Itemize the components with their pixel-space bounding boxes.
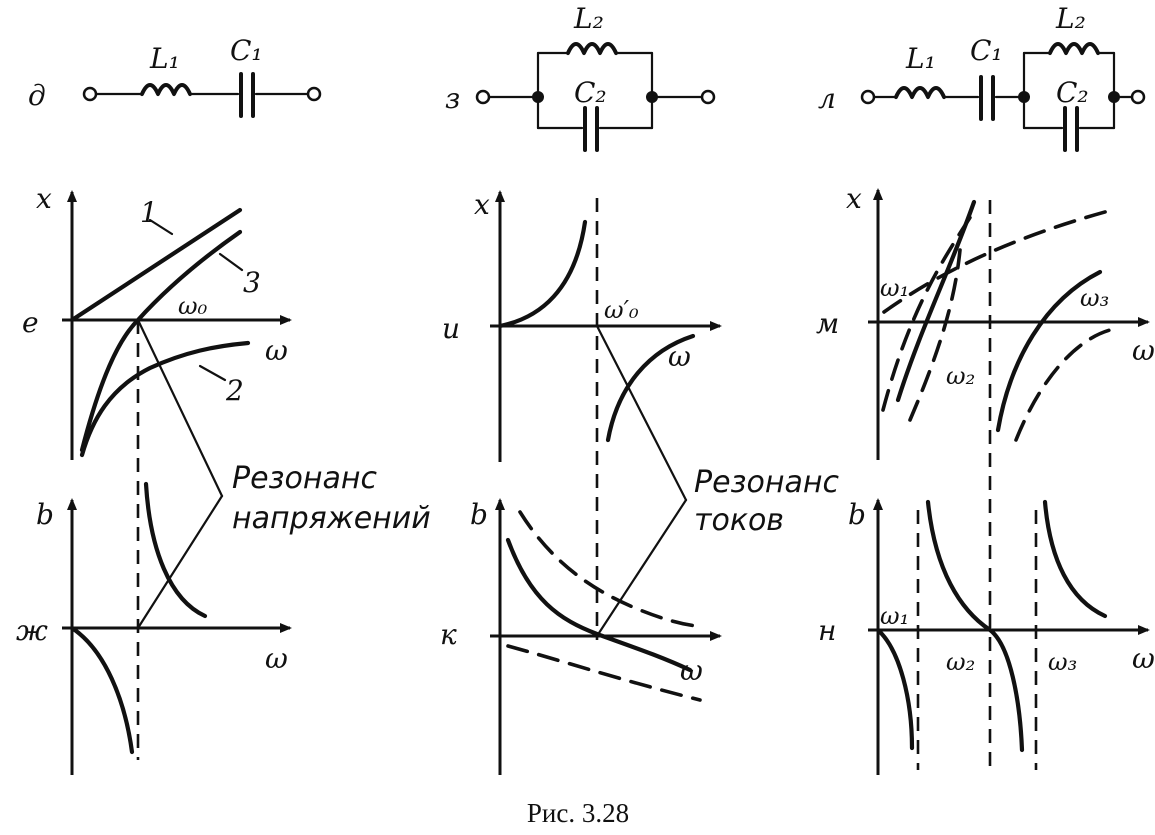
terminal-right	[1130, 89, 1146, 105]
panel-label-i: и	[442, 312, 460, 345]
label-l2: L₂	[573, 2, 604, 35]
axis-label-omega: ω	[1132, 642, 1155, 675]
plot-susceptance-combined: н b ω ω₁ ω₂ ω₃	[818, 498, 1155, 775]
axis-label-x: x	[36, 182, 52, 215]
inductor-l2	[566, 42, 618, 55]
terminal-right	[700, 89, 716, 105]
curve-negative-branch	[605, 333, 696, 443]
curve-label-3: 3	[243, 266, 261, 299]
curve-positive-branch	[497, 219, 588, 329]
label-c1: C₁	[230, 34, 263, 67]
curve-dashed-upper	[518, 510, 698, 628]
figure-caption: Рис. 3.28	[527, 798, 629, 828]
plot-susceptance-parallel: к b ω	[440, 498, 722, 775]
panel-label-z: з	[445, 82, 460, 115]
curve-dashed-2	[882, 208, 1114, 314]
freq-omega3: ω₃	[1048, 648, 1077, 676]
curve-dashed-3	[1014, 328, 1112, 442]
curve-dashed-1	[881, 206, 978, 412]
curve-branch-1	[875, 627, 915, 751]
curve-label-2: 2	[225, 374, 244, 407]
axis-label-b: b	[848, 498, 866, 531]
inductor-l1	[894, 86, 946, 99]
terminal-left	[82, 86, 98, 102]
axis-label-b: b	[470, 498, 488, 531]
curve-x-branch-2	[995, 269, 1103, 433]
label-l1: L₁	[905, 42, 936, 75]
curve-dashed-lower	[506, 644, 702, 702]
axis-label-x: x	[846, 182, 862, 215]
plot-reactance-combined: м x ω ω₁ ω₂ ω₃	[816, 182, 1155, 770]
panel-label-d: д	[28, 79, 46, 112]
axis-label-omega: ω	[668, 340, 691, 373]
curve-b	[505, 537, 693, 673]
note-voltage-resonance-line2: напряжений	[232, 501, 431, 536]
panel-label-n: н	[818, 614, 836, 647]
terminal-left	[860, 89, 876, 105]
panel-label-l: л	[818, 82, 836, 115]
circuit-series-parallel-lc: л L₁ C₁ L₂ C₂	[818, 2, 1146, 152]
axis-label-b: b	[36, 498, 54, 531]
terminal-right	[306, 86, 322, 102]
label-c2: C₂	[574, 76, 607, 109]
label-c2: C₂	[1056, 76, 1089, 109]
curve-label-1: 1	[140, 196, 158, 229]
axis-label-omega: ω	[265, 642, 288, 675]
curve-branch-3	[1042, 499, 1108, 619]
resonance-freq-omega0: ω₀	[178, 292, 208, 320]
circuit-series-lc: д L₁ C₁	[28, 34, 322, 118]
curve-3	[79, 229, 243, 453]
freq-omega3: ω₃	[1080, 284, 1109, 312]
axis-label-omega: ω	[265, 334, 288, 367]
freq-omega2: ω₂	[946, 362, 975, 390]
annotation-current-resonance: Резонанс токов	[595, 324, 839, 638]
curve-negative-branch	[69, 625, 135, 755]
inductor-l1	[140, 83, 192, 96]
freq-omega2: ω₂	[946, 648, 975, 676]
panel-label-k: к	[440, 618, 457, 651]
plot-reactance-series: е x ω 1 3 2 ω₀	[22, 182, 292, 760]
label-l1: L₁	[149, 42, 180, 75]
plot-reactance-parallel: и x ω ω′₀	[442, 188, 722, 640]
note-current-resonance-line1: Резонанс	[694, 465, 839, 500]
inductor-l2	[1048, 42, 1100, 55]
annotation-voltage-resonance: Резонанс напряжений	[136, 318, 431, 630]
axis-label-omega: ω	[1132, 334, 1155, 367]
note-voltage-resonance-line1: Резонанс	[232, 461, 377, 496]
freq-omega1: ω₁	[880, 602, 909, 630]
plot-susceptance-series: ж b ω	[16, 481, 292, 775]
curve-1	[69, 207, 243, 323]
curve-dashed-4	[908, 248, 962, 422]
curve-2	[79, 340, 251, 458]
panel-label-e: е	[22, 306, 39, 339]
label-l2: L₂	[1055, 2, 1086, 35]
circuit-parallel-lc: з L₂ C₂	[445, 2, 716, 152]
axis-label-x: x	[474, 188, 490, 221]
label-c1: C₁	[970, 34, 1003, 67]
terminal-left	[475, 89, 491, 105]
curve-positive-branch	[143, 481, 208, 619]
note-current-resonance-line2: токов	[694, 503, 784, 538]
panel-label-m: м	[816, 307, 839, 340]
freq-omega1: ω₁	[880, 274, 909, 302]
curve-branch-2	[925, 499, 1025, 753]
panel-label-zh: ж	[16, 614, 48, 647]
resonance-freq-omega0p: ω′₀	[604, 296, 639, 324]
